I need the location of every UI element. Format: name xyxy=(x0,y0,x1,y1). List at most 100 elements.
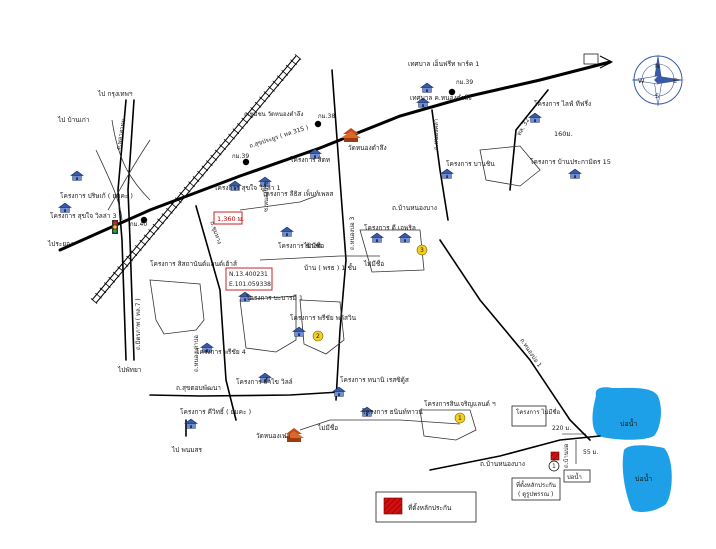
rail-tie xyxy=(214,149,222,156)
label-road-right-diag: ถ.หนองบ่อ 1 xyxy=(518,337,543,369)
rail-tie xyxy=(135,245,142,251)
motorway-left xyxy=(95,99,151,361)
label-soi-ban-phanat: ถ.บ้านหนองบาง xyxy=(392,204,437,212)
coord-east: E.101.059338 xyxy=(229,281,271,288)
rail-tie xyxy=(103,282,111,288)
compass-e: E xyxy=(673,77,677,85)
label-km39-top: กม.39 xyxy=(456,79,473,86)
label-project-nithiwat: โครงการ ธนินท์ทาวน์ xyxy=(362,408,423,416)
label-project-estate: เทศบาล เอ็นฟรีท พาร์ค 1 xyxy=(408,59,479,68)
rail-tie xyxy=(143,234,151,241)
rail-tie xyxy=(276,75,284,82)
label-road-nong-khla: ถ.หนองคล้า xyxy=(433,119,440,150)
plot-outline-1 xyxy=(149,279,205,335)
rail-tie xyxy=(90,298,98,304)
rail-tie xyxy=(112,271,120,278)
rail-tie xyxy=(170,202,178,209)
rail-tie xyxy=(254,101,262,108)
label-soi-pattaya: ถ.บ้านบ่อ xyxy=(563,443,570,468)
rail-tie xyxy=(285,64,293,71)
label-to-pattaya: ไปพัทยา xyxy=(117,366,142,374)
rail-tie xyxy=(228,133,235,140)
rail-tie xyxy=(192,176,200,182)
road-local-3 xyxy=(239,195,317,211)
rail-tie xyxy=(268,85,275,92)
label-km39-left: กม.39 xyxy=(232,153,249,160)
label-road-thong: ถ.สุขตอบพัฒนา xyxy=(176,384,221,392)
rail-tie xyxy=(130,250,138,257)
rail-tie xyxy=(201,165,209,172)
road-local-2 xyxy=(299,419,461,431)
pond-label-1: บ่อน้ำ xyxy=(620,417,637,428)
rail-tie xyxy=(294,54,302,60)
marker-circle-1: 1 xyxy=(548,460,560,472)
coord-north: N.13.400231 xyxy=(229,271,268,278)
rail-tie xyxy=(99,287,107,294)
svg-text:3: 3 xyxy=(420,247,424,254)
rail-tie xyxy=(157,218,164,225)
marker-1: 1 xyxy=(454,412,466,424)
label-soi-nong: ถ.หนองเต่าบ่อ xyxy=(193,335,200,372)
marker-3: 3 xyxy=(416,244,428,256)
label-project-sai-villa: โครงการ ส้ำไข วิลล์ xyxy=(236,377,293,386)
coord-box xyxy=(225,267,273,291)
collateral-callout-line2: ( ดูรูปพรรณ ) xyxy=(518,491,553,498)
compass-w: W xyxy=(638,77,645,85)
rail-tie xyxy=(205,160,213,166)
legend-swatch xyxy=(383,497,403,515)
legend: ที่ตั้งหลักประกัน xyxy=(375,491,477,523)
label-project-ban-mai-2: ไม่มีชื่อ xyxy=(303,241,324,250)
rail-tie xyxy=(126,255,133,262)
road-center-south xyxy=(195,205,237,421)
label-project-left-2: โครงการ สุขใจ วิลล่า 3 xyxy=(50,212,117,220)
road-bottom-left xyxy=(149,391,341,397)
pond-top xyxy=(592,387,661,440)
traffic-light-icon xyxy=(112,220,118,234)
rail-tie xyxy=(281,70,289,76)
label-to-phanat: ไป พนมสร xyxy=(171,446,202,454)
rail-tie xyxy=(161,213,169,220)
label-project-thiyesat: โครงการ สิตท xyxy=(290,156,330,164)
highway-main xyxy=(58,60,612,252)
label-project-ban-pracha: โครงการ บ้านประกามิตร 15 xyxy=(530,158,611,166)
km-markers xyxy=(140,88,456,224)
label-project-left-3: โครงการ ลีธิส เพ็นท์เพลส xyxy=(262,189,333,198)
legend-label: ที่ตั้งหลักประกัน xyxy=(408,503,452,512)
rail-tie xyxy=(139,239,147,246)
rail-tie xyxy=(148,229,155,235)
collateral-location xyxy=(550,451,560,461)
label-distance-55: 55 ม. xyxy=(583,449,598,456)
label-wat-nong-tamlueng: วัดหนองตำลึง xyxy=(348,144,387,152)
pond-bottom xyxy=(622,445,672,512)
rail-tie xyxy=(259,96,266,103)
label-project-ban-mai-3: ไม่มีชื่อ xyxy=(317,423,338,432)
road-east-diagonal xyxy=(439,239,591,441)
label-project-left-1: โครงการ ปริษเก้ ( ยมคะ ) xyxy=(60,192,133,200)
label-km40: กม.40 xyxy=(130,221,147,228)
plot-outline-5 xyxy=(479,145,541,187)
label-project-d-express: โครงการ ดี.เอพริล xyxy=(364,224,416,232)
label-project-suchon: โครงการ สุขใจ วิลล่า 1 xyxy=(214,184,281,192)
svg-text:1: 1 xyxy=(458,415,462,422)
rail-tie xyxy=(263,91,271,98)
highway-arrow-east xyxy=(599,55,614,69)
label-project-siam-jaroen: โครงการสินเจริญแลนด์ ฯ xyxy=(424,400,496,408)
label-distance-220: 220 ม. xyxy=(552,425,571,432)
rail-tie xyxy=(237,123,244,129)
label-project-khao: เทศบาล ค.หนองตำลึง xyxy=(410,94,472,102)
rail-tie xyxy=(250,107,257,113)
road-bottom-to-pond xyxy=(429,435,601,471)
label-project-sethakit: โครงการ ช้างศ xyxy=(278,242,322,250)
road-northeast xyxy=(509,89,549,191)
rail-tie xyxy=(290,59,297,66)
distance-box xyxy=(213,211,243,225)
compass-s: S xyxy=(655,92,659,100)
label-to-rayong: ไประยอง xyxy=(47,240,73,248)
road-mid-vertical xyxy=(331,69,347,401)
label-plot-ban-mai: ไม่มีชื่อ xyxy=(363,259,384,268)
pond-box-small xyxy=(563,469,591,483)
rail-tie xyxy=(241,117,249,124)
label-project-top-right: โครงการ ไลฟ์ ทีฟรี่ง xyxy=(534,99,591,108)
